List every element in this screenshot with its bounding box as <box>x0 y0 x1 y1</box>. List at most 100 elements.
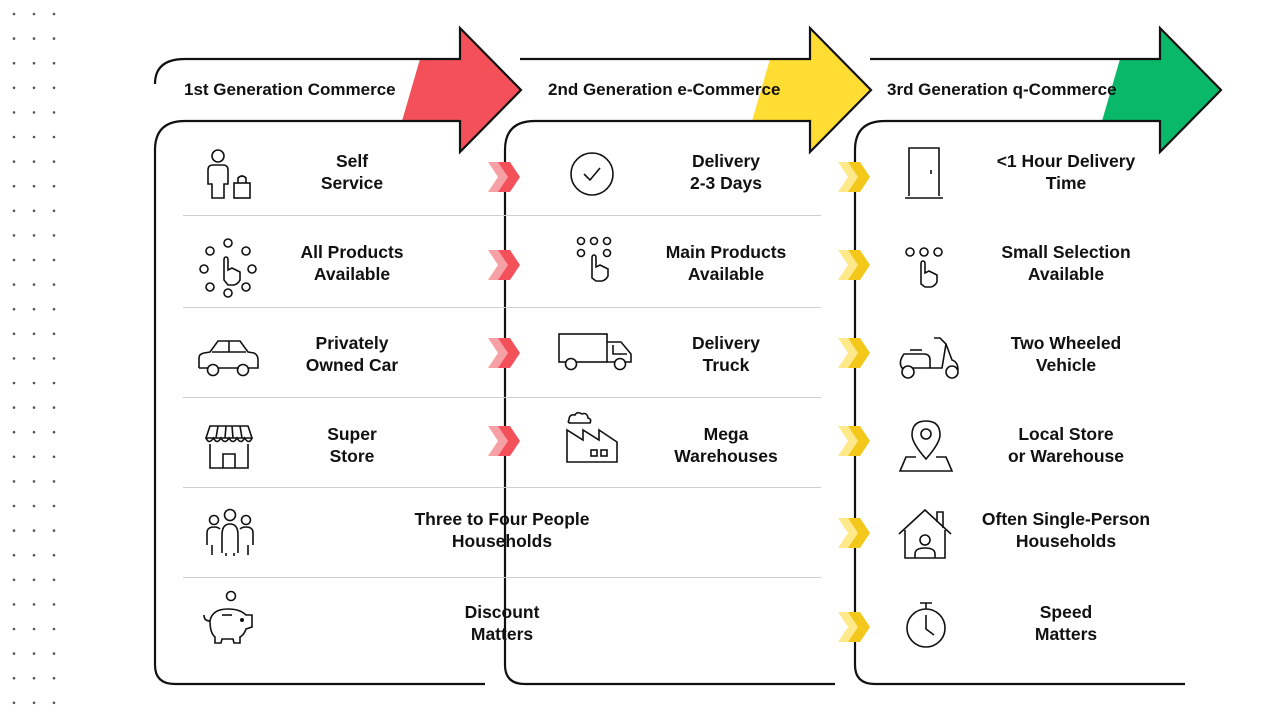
decor-dot <box>32 332 36 336</box>
store-icon <box>204 422 254 472</box>
row-divider <box>183 397 821 398</box>
red-chevron-icon <box>488 162 522 192</box>
decor-dot <box>52 160 56 163</box>
decor-dot <box>12 332 16 336</box>
decor-dot <box>32 504 36 508</box>
decor-dot <box>32 258 36 262</box>
decor-dot <box>52 406 56 409</box>
decor-dot <box>12 37 16 40</box>
decor-dot <box>32 627 36 631</box>
piggy-bank-icon <box>200 590 258 647</box>
checkmark-circle-icon <box>569 151 615 197</box>
decor-dot <box>32 184 36 188</box>
decor-dot <box>52 307 56 311</box>
decor-dot <box>32 234 36 237</box>
decor-dot <box>12 12 16 16</box>
decor-dot <box>32 209 36 213</box>
decor-dot <box>32 676 36 680</box>
decor-dot <box>52 61 56 65</box>
decor-dot <box>12 553 16 557</box>
decor-dot <box>32 307 36 311</box>
decor-dot <box>12 480 16 483</box>
decor-dot <box>52 332 56 336</box>
scooter-icon <box>896 334 962 382</box>
house-person-icon <box>897 508 955 562</box>
decor-dot <box>12 283 16 286</box>
yellow-chevron-icon <box>838 518 872 548</box>
decor-dot <box>52 283 56 286</box>
decor-dot <box>32 160 36 163</box>
decor-dot <box>52 209 56 213</box>
decor-dot <box>52 37 56 40</box>
decor-dot <box>52 676 56 680</box>
door-icon <box>903 146 945 200</box>
decor-dot <box>32 37 36 40</box>
decor-dot <box>52 111 56 114</box>
decor-dot <box>12 234 16 237</box>
decor-dot <box>32 61 36 65</box>
family-group-icon <box>204 508 256 557</box>
decor-dot <box>12 209 16 213</box>
yellow-chevron-icon <box>838 162 872 192</box>
decor-dot <box>12 406 16 409</box>
decor-dot <box>52 529 56 532</box>
decor-dot <box>32 381 36 385</box>
decor-dot <box>52 652 56 655</box>
decor-dot <box>52 357 56 360</box>
decor-dot <box>32 701 36 705</box>
decor-dot <box>12 86 16 90</box>
decor-dot <box>52 258 56 262</box>
decor-dot <box>52 627 56 631</box>
yellow-chevron-icon <box>838 338 872 368</box>
gen1-arrow-color <box>402 28 521 152</box>
decor-dot <box>52 135 56 139</box>
decor-dot <box>32 480 36 483</box>
decor-dot <box>32 135 36 139</box>
yellow-chevron-icon <box>838 612 872 642</box>
decor-dot <box>12 652 16 655</box>
yellow-chevron-icon <box>838 426 872 456</box>
decor-dot <box>12 258 16 262</box>
decor-dot <box>12 578 16 582</box>
decor-dot <box>32 603 36 606</box>
decor-dot <box>12 307 16 311</box>
decor-dot <box>52 701 56 705</box>
gen3-title: 3rd Generation q-Commerce <box>887 80 1117 99</box>
small-selection-touch-icon <box>904 246 944 290</box>
decor-dot <box>12 430 16 434</box>
decor-dot <box>12 455 16 459</box>
car-icon <box>196 338 260 380</box>
red-chevron-icon <box>488 426 522 456</box>
all-products-touch-icon <box>198 238 258 298</box>
decor-dot <box>12 111 16 114</box>
gen1-arrow-outline <box>153 25 523 686</box>
decor-dot <box>52 603 56 606</box>
decor-dot <box>52 430 56 434</box>
decor-dot <box>32 652 36 655</box>
gen1-title: 1st Generation Commerce <box>184 80 396 99</box>
gen2-arrow-outline <box>503 25 873 686</box>
decor-dot <box>32 430 36 434</box>
stopwatch-icon <box>904 601 948 649</box>
decor-dot <box>32 111 36 114</box>
row-divider <box>183 307 821 308</box>
decor-dot <box>52 86 56 90</box>
decor-dot <box>32 357 36 360</box>
decor-dot <box>32 12 36 16</box>
factory-icon <box>565 410 621 466</box>
decor-dot <box>32 529 36 532</box>
decor-dot <box>52 480 56 483</box>
decor-dot <box>12 504 16 508</box>
